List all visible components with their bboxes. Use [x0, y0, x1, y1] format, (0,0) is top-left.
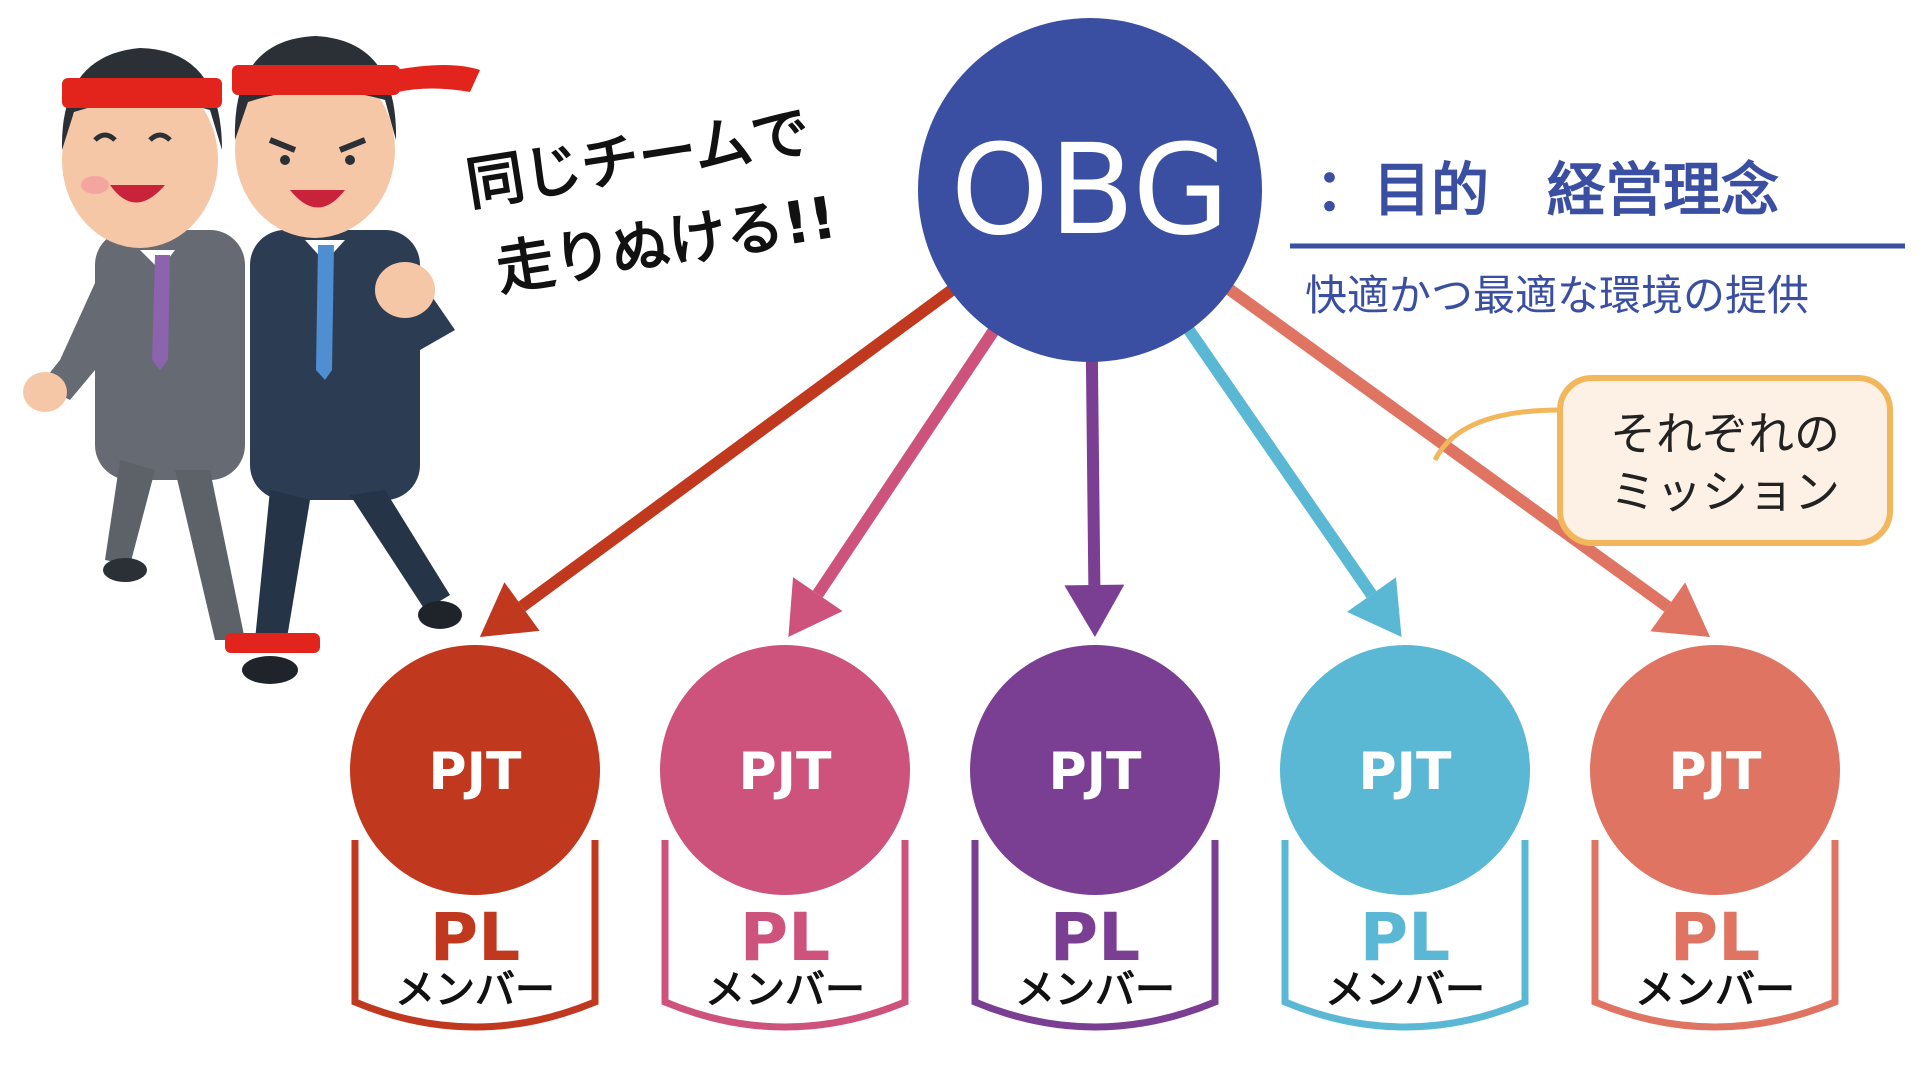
businessman-left: [23, 48, 245, 640]
project-lead: PL: [1050, 899, 1140, 976]
project-members: メンバー: [395, 967, 555, 1013]
callout-box: [1557, 375, 1893, 546]
project-members: メンバー: [705, 967, 865, 1013]
project-circle: [970, 645, 1220, 895]
callout-line-1: それぞれの: [1610, 407, 1840, 461]
project-circle: [350, 645, 600, 895]
arrow-head-3: [1064, 584, 1125, 637]
arrow-head-4: [1347, 577, 1402, 637]
projects-group: PJT PL メンバー PJT PL メンバー PJT PL メンバー PJT …: [350, 645, 1840, 1031]
slogan: 同じチームで 走りぬける!!: [462, 97, 841, 303]
project-lead: PL: [1670, 899, 1760, 976]
project-bracket: [661, 840, 909, 1031]
purpose-label: ：目的 経営理念: [1315, 156, 1779, 224]
project-lead: PL: [740, 899, 830, 976]
project-lead: PL: [1360, 899, 1450, 976]
project-label: PJT: [429, 742, 522, 802]
arrow-head-5: [1650, 582, 1711, 637]
arrow-head-1: [479, 582, 540, 637]
callout-connector: [1432, 407, 1561, 462]
project-members: メンバー: [1015, 967, 1175, 1013]
project-bracket: [351, 840, 599, 1031]
project-label: PJT: [1669, 742, 1762, 802]
project-node-4: PJT PL メンバー: [1280, 645, 1530, 1031]
arrow-shaft-1: [518, 280, 963, 612]
project-label: PJT: [1359, 742, 1452, 802]
obg-circle: [918, 18, 1262, 362]
arrow-shaft-4: [1178, 318, 1377, 598]
project-node-2: PJT PL メンバー: [660, 645, 910, 1031]
project-members: メンバー: [1635, 967, 1795, 1013]
project-label: PJT: [1049, 742, 1142, 802]
project-lead: PL: [430, 899, 520, 976]
businessmen-illustration: [23, 36, 480, 684]
project-circle: [1590, 645, 1840, 895]
mission-callout: それぞれの ミッション: [1432, 375, 1893, 546]
project-members: メンバー: [1325, 967, 1485, 1013]
project-circle: [660, 645, 910, 895]
purpose-block: ：目的 経営理念 快適かつ最適な環境の提供: [1290, 156, 1905, 320]
businessman-right: [225, 36, 480, 684]
obg-node: OBG: [918, 18, 1262, 362]
project-bracket: [971, 840, 1219, 1031]
project-bracket: [1591, 840, 1839, 1031]
obg-label: OBG: [951, 118, 1230, 263]
project-label: PJT: [739, 742, 832, 802]
project-circle: [1280, 645, 1530, 895]
arrow-shaft-3: [1085, 351, 1101, 586]
project-bracket: [1281, 840, 1529, 1031]
project-node-3: PJT PL メンバー: [970, 645, 1220, 1031]
callout-line-2: ミッション: [1610, 465, 1840, 519]
project-node-1: PJT PL メンバー: [350, 645, 600, 1031]
project-node-5: PJT PL メンバー: [1590, 645, 1840, 1031]
arrow-head-2: [788, 577, 843, 637]
arrow-shaft-2: [812, 320, 1004, 598]
purpose-description: 快適かつ最適な環境の提供: [1305, 271, 1809, 320]
